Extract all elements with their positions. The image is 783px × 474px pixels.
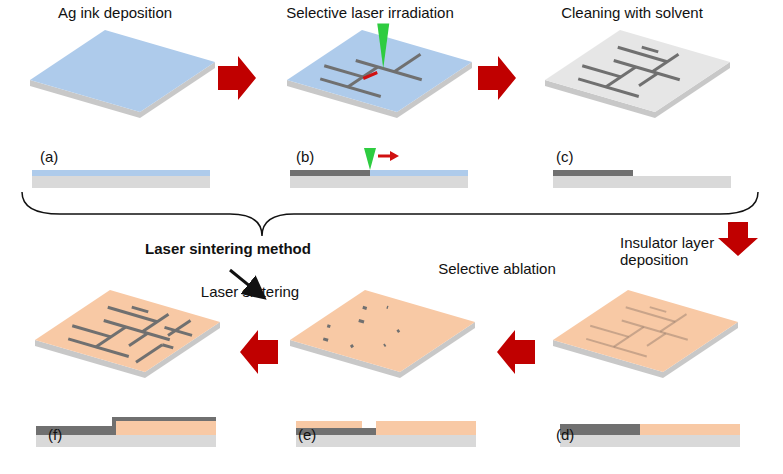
substrate-top <box>553 290 738 372</box>
panel-letter: (f) <box>48 426 62 443</box>
step-title: Ag ink deposition <box>58 4 172 21</box>
conductor-line <box>142 314 168 332</box>
conductor-line <box>618 47 668 61</box>
conductor-line <box>642 47 659 52</box>
via-opening <box>327 324 330 328</box>
scan-direction <box>363 73 377 79</box>
via-opening <box>387 306 388 309</box>
step-title: Laser sintering <box>201 283 299 300</box>
conductor-line <box>129 333 148 346</box>
conductor-line <box>394 54 420 71</box>
conductor-line <box>586 339 647 357</box>
conductor-line <box>652 54 678 71</box>
substrate-top <box>545 30 730 112</box>
conductor-line <box>72 326 111 337</box>
panel-letter: (e) <box>298 426 316 443</box>
via-opening <box>323 339 328 340</box>
substrate-top <box>287 30 472 112</box>
via-opening <box>363 307 367 308</box>
process-arrow <box>218 56 758 374</box>
bracket <box>22 192 758 236</box>
method-label: Laser sintering method <box>145 240 311 257</box>
conductor-line <box>168 321 191 336</box>
conductor-line <box>639 73 658 86</box>
conductor-line <box>647 333 666 346</box>
conductor-line <box>660 314 686 332</box>
panel-letter: (b) <box>296 148 314 165</box>
laser-beam <box>377 24 389 69</box>
conductor-line <box>614 61 680 80</box>
conductor-line <box>162 345 173 348</box>
panel-letter: (c) <box>556 148 574 165</box>
conductor-line <box>356 61 422 80</box>
conductor-line <box>136 345 162 363</box>
conductor-line <box>324 66 363 77</box>
step-title: Cleaning with solvent <box>561 4 703 21</box>
via-opening <box>397 330 399 331</box>
substrate-top <box>30 30 215 112</box>
conductor-line <box>108 307 158 321</box>
step-title: Insulator layer deposition <box>620 234 740 269</box>
conductor-line <box>132 307 149 312</box>
conductor-line <box>590 326 629 337</box>
conductor-line <box>582 66 621 77</box>
conductor-line <box>578 79 639 97</box>
conductor-line <box>104 321 170 340</box>
conductor-line <box>626 307 676 321</box>
via-opening <box>351 345 353 347</box>
via-opening <box>384 345 386 346</box>
panel-letter: (a) <box>40 148 58 165</box>
substrate-top <box>35 290 220 372</box>
step-title: Selective ablation <box>438 260 556 277</box>
conductor-line <box>650 307 667 312</box>
panel-letter: (d) <box>556 426 574 443</box>
cross-section <box>32 148 740 447</box>
via-opening <box>359 321 364 323</box>
conductor-line <box>320 79 381 97</box>
conductor-line <box>622 321 688 340</box>
conductor-line <box>68 339 129 357</box>
substrate-top <box>290 290 475 372</box>
step-title: Selective laser irradiation <box>286 4 454 21</box>
